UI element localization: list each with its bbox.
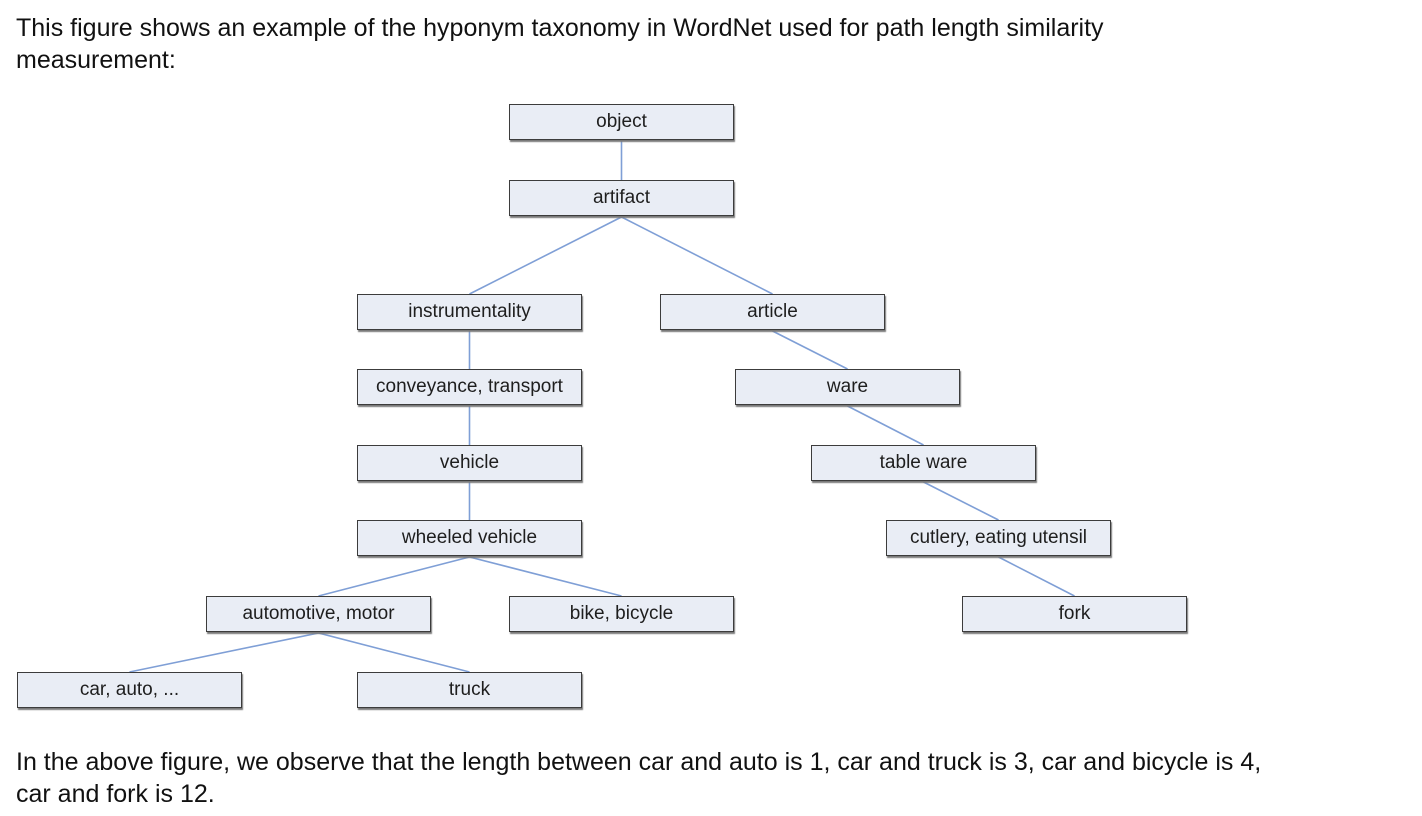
node-table-ware: table ware bbox=[811, 445, 1036, 481]
node-wheeled-vehicle: wheeled vehicle bbox=[357, 520, 582, 556]
edge-cutlery-fork bbox=[998, 556, 1075, 597]
conclusion-paragraph: In the above figure, we observe that the… bbox=[16, 748, 1262, 808]
node-vehicle: vehicle bbox=[357, 445, 582, 481]
node-car-auto: car, auto, ... bbox=[17, 672, 242, 708]
node-article: article bbox=[660, 294, 885, 330]
edge-artifact-article bbox=[621, 216, 773, 295]
node-automotive-motor: automotive, motor bbox=[206, 596, 431, 632]
edge-artifact-instrumentality bbox=[469, 216, 622, 295]
edge-automotive-truck bbox=[318, 632, 470, 673]
edge-article-ware bbox=[772, 330, 848, 370]
node-object: object bbox=[509, 104, 734, 140]
edge-automotive-car bbox=[129, 632, 319, 673]
intro-paragraph: This figure shows an example of the hypo… bbox=[16, 14, 1104, 74]
node-bike-bicycle: bike, bicycle bbox=[509, 596, 734, 632]
node-fork: fork bbox=[962, 596, 1187, 632]
node-truck: truck bbox=[357, 672, 582, 708]
edge-wheeled-bike bbox=[469, 556, 622, 597]
node-cutlery-eating-utensil: cutlery, eating utensil bbox=[886, 520, 1111, 556]
node-ware: ware bbox=[735, 369, 960, 405]
node-conveyance-transport: conveyance, transport bbox=[357, 369, 582, 405]
edge-ware-tableware bbox=[847, 405, 924, 446]
edge-wheeled-automotive bbox=[318, 556, 470, 597]
edge-layer bbox=[129, 141, 1075, 673]
node-artifact: artifact bbox=[509, 180, 734, 216]
edge-tableware-cutlery bbox=[923, 481, 999, 521]
node-instrumentality: instrumentality bbox=[357, 294, 582, 330]
